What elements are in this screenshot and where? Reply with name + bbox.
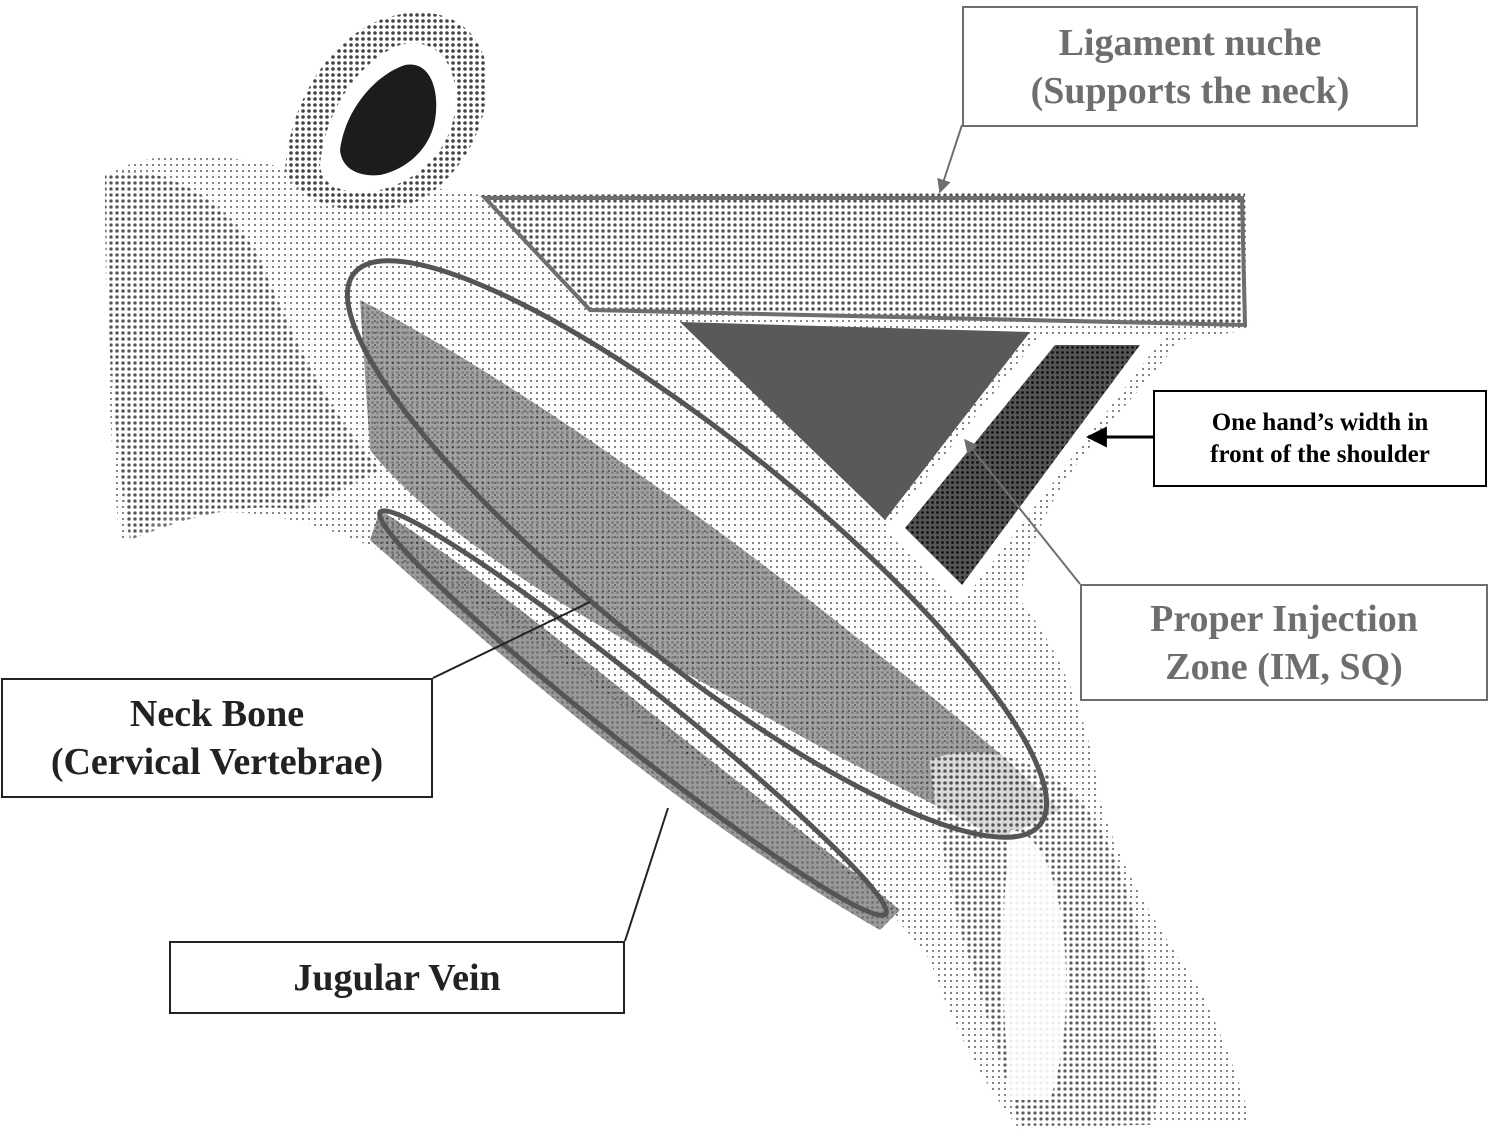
jugular-leader-line [625, 808, 668, 941]
hand-width-label: One hand’s width in front of the shoulde… [1153, 390, 1487, 487]
neck-bone-label-line1: Neck Bone [130, 690, 304, 738]
ligament-region [480, 192, 1245, 325]
hand-width-label-line2: front of the shoulder [1210, 439, 1430, 471]
neck-bone-label: Neck Bone (Cervical Vertebrae) [1, 678, 433, 798]
jugular-vein-label: Jugular Vein [169, 941, 625, 1014]
hand-width-label-line1: One hand’s width in [1212, 407, 1429, 439]
ligament-label-line1: Ligament nuche [1059, 19, 1322, 67]
jugular-vein-label-line1: Jugular Vein [293, 954, 500, 1002]
ligament-label-line2: (Supports the neck) [1031, 67, 1350, 115]
neck-bone-label-line2: (Cervical Vertebrae) [51, 738, 383, 786]
injection-zone-label: Proper Injection Zone (IM, SQ) [1080, 584, 1488, 701]
injection-zone-label-line2: Zone (IM, SQ) [1165, 643, 1403, 691]
injection-zone-label-line1: Proper Injection [1150, 595, 1418, 643]
ligament-leader-line [940, 125, 962, 192]
ligament-nuche-label: Ligament nuche (Supports the neck) [962, 6, 1418, 127]
